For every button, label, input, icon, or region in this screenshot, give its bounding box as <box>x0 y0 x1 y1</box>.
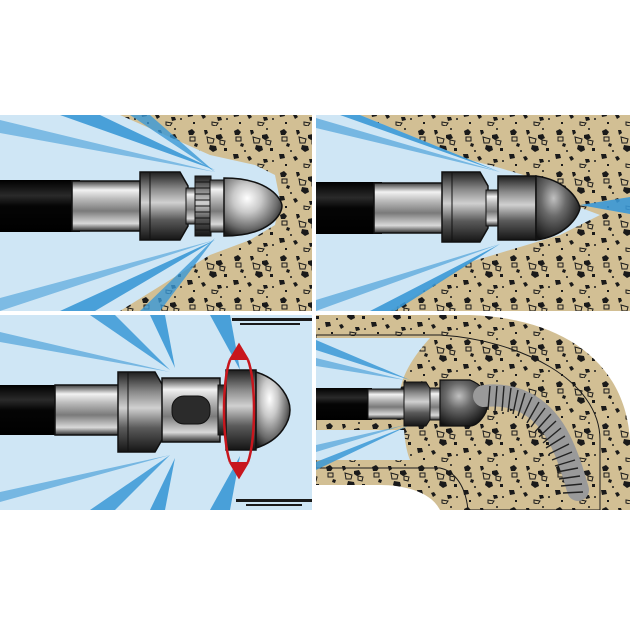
water-jets <box>316 340 410 470</box>
flexible-hose-coil <box>473 384 589 501</box>
panel-top-left <box>0 115 312 311</box>
sediment-blockage <box>120 115 312 311</box>
hose <box>316 182 382 234</box>
panel-bottom-left <box>0 315 312 510</box>
debris-strip <box>232 318 312 506</box>
panel-bottom-right <box>316 315 630 510</box>
hose <box>316 388 372 420</box>
nozzle-bullet <box>373 171 581 243</box>
sediment-blockage <box>360 115 630 311</box>
nozzle-dome <box>71 171 283 241</box>
panel-top-right <box>316 115 630 311</box>
hose <box>0 385 60 435</box>
rotation-arrow <box>222 342 256 480</box>
nozzle-rotating <box>54 369 291 453</box>
water-jets <box>0 115 215 311</box>
hose <box>0 180 80 232</box>
water-jets <box>0 315 240 510</box>
panel-dividers <box>0 115 630 510</box>
water-jets <box>316 115 630 311</box>
